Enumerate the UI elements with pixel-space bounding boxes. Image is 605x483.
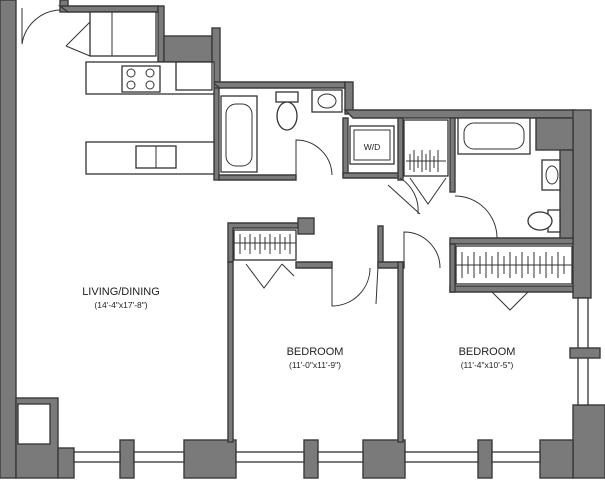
entry-closet	[89, 11, 157, 57]
hangers-hall	[406, 150, 446, 172]
living-dining-name: LIVING/DINING	[82, 286, 160, 298]
bedroom-2-closet	[403, 231, 573, 311]
bedroom-1-door	[331, 265, 379, 307]
washer-dryer-closet: W/D	[349, 125, 421, 215]
bedroom-1-name: BEDROOM	[287, 346, 344, 358]
bathroom-1	[220, 89, 343, 176]
kitchen	[21, 8, 215, 175]
washer-dryer	[349, 125, 395, 165]
entry-door	[21, 9, 61, 45]
bedroom-2-door	[403, 231, 441, 269]
sink-2	[541, 159, 561, 191]
sink-1	[311, 89, 343, 113]
bathroom-2	[457, 117, 561, 233]
bedroom-2-dims: (11'-4"x10'-5")	[461, 360, 514, 370]
bedroom-1-closet	[233, 229, 379, 307]
bedroom-1-dims: (11'-0"x11'-9")	[289, 360, 341, 370]
hangers-bedroom-2	[456, 252, 572, 278]
refrigerator	[175, 61, 213, 91]
washer-dryer-label: W/D	[364, 142, 381, 152]
hangers-bedroom-1	[234, 234, 296, 254]
stove	[121, 65, 161, 93]
hall-closet	[403, 119, 498, 239]
room-labels: LIVING/DINING (14'-4"x17'-8") BEDROOM (1…	[82, 286, 515, 370]
toilet-1	[275, 91, 299, 103]
interior-walls	[213, 87, 574, 443]
bedroom-2-name: BEDROOM	[459, 346, 516, 358]
living-dining-dims: (14'-4"x17'-8")	[94, 300, 147, 310]
